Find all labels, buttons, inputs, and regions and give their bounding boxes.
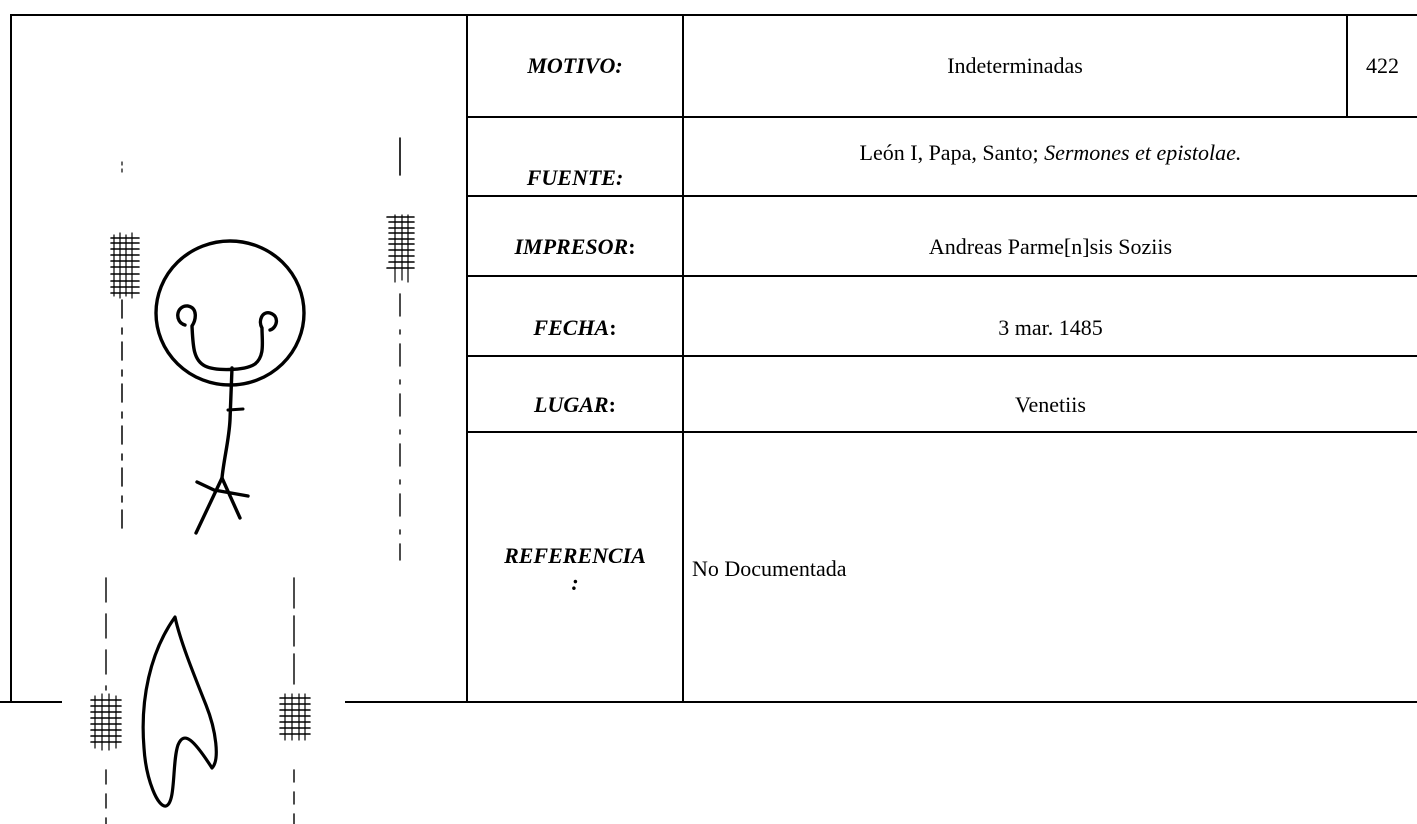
frame-bottom-left <box>0 701 62 703</box>
motivo-label: MOTIVO: <box>527 52 623 78</box>
column-divider-2 <box>682 14 684 703</box>
frame-bottom-right <box>345 701 1417 703</box>
row-divider-1 <box>466 116 1417 118</box>
catalog-number: 422 <box>1366 52 1399 78</box>
column-divider-1 <box>466 14 468 703</box>
fecha-value: 3 mar. 1485 <box>998 314 1103 340</box>
lugar-label: LUGAR: <box>534 391 616 417</box>
fuente-author: León I, Papa, Santo; <box>859 140 1045 165</box>
column-divider-3 <box>1346 14 1348 117</box>
impresor-label: IMPRESOR: <box>514 233 636 259</box>
watermark-tracing-circle-cross-icon <box>110 137 415 561</box>
lugar-value: Venetiis <box>1015 391 1086 417</box>
watermark-tracing-fragment-icon <box>90 577 311 824</box>
referencia-label: REFERENCIA : <box>504 542 646 596</box>
frame-top <box>10 14 1417 16</box>
row-divider-3 <box>466 275 1417 277</box>
motivo-value: Indeterminadas <box>947 52 1083 78</box>
row-divider-2 <box>466 195 1417 197</box>
row-divider-4 <box>466 355 1417 357</box>
fuente-value: León I, Papa, Santo; Sermones et epistol… <box>684 118 1417 195</box>
referencia-value: No Documentada <box>692 555 847 581</box>
impresor-value: Andreas Parme[n]sis Soziis <box>928 233 1173 259</box>
fuente-label: FUENTE: <box>526 164 624 190</box>
fecha-label: FECHA: <box>533 314 617 340</box>
fuente-title: Sermones et epistolae. <box>1044 140 1242 165</box>
frame-left <box>10 14 12 703</box>
row-divider-5 <box>466 431 1417 433</box>
